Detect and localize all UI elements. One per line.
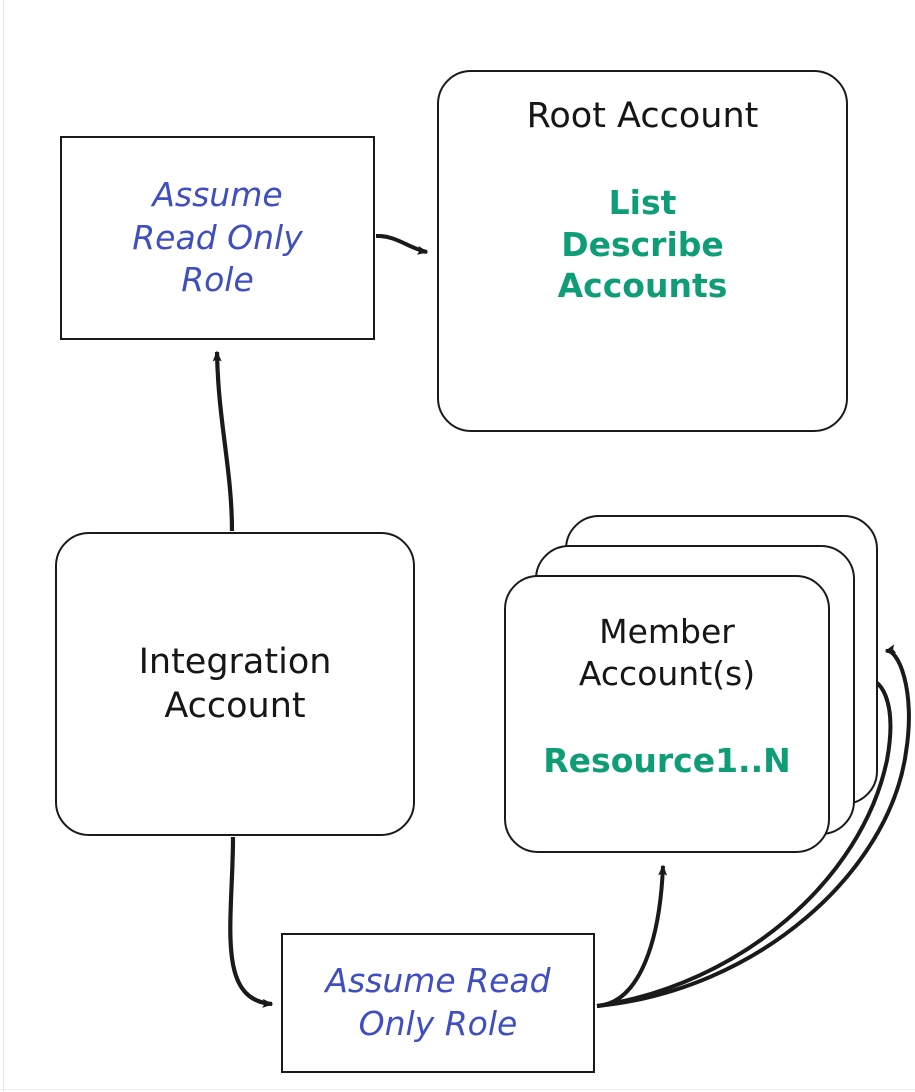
page-edge-bottom	[0, 1089, 915, 1090]
assume-read-only-role-top-label: Assume Read Only Role	[132, 174, 303, 300]
integration-account-node[interactable]: Integration Account	[55, 532, 415, 836]
edge-assume-bottom-to-member-front	[596, 864, 668, 1008]
member-accounts-title: Member Account(s)	[578, 612, 756, 693]
assume-read-only-role-bottom-label: Assume Read Only Role	[325, 961, 551, 1043]
edge-assume-top-to-root-account	[375, 233, 429, 255]
root-account-title: Root Account	[526, 96, 759, 136]
member-accounts-node[interactable]: Member Account(s) Resource1..N	[504, 575, 830, 853]
edge-integration-to-assume-bottom	[228, 836, 274, 1008]
member-accounts-resources-label: Resource1..N	[543, 741, 791, 781]
assume-read-only-role-top-node[interactable]: Assume Read Only Role	[60, 136, 375, 340]
root-account-actions: List Describe Accounts	[557, 183, 728, 306]
page-edge-left	[3, 0, 4, 1092]
root-account-node[interactable]: Root Account List Describe Accounts	[437, 70, 848, 432]
integration-account-label: Integration Account	[138, 641, 332, 726]
edge-integration-to-assume-top	[212, 350, 235, 532]
assume-read-only-role-bottom-node[interactable]: Assume Read Only Role	[281, 933, 595, 1073]
